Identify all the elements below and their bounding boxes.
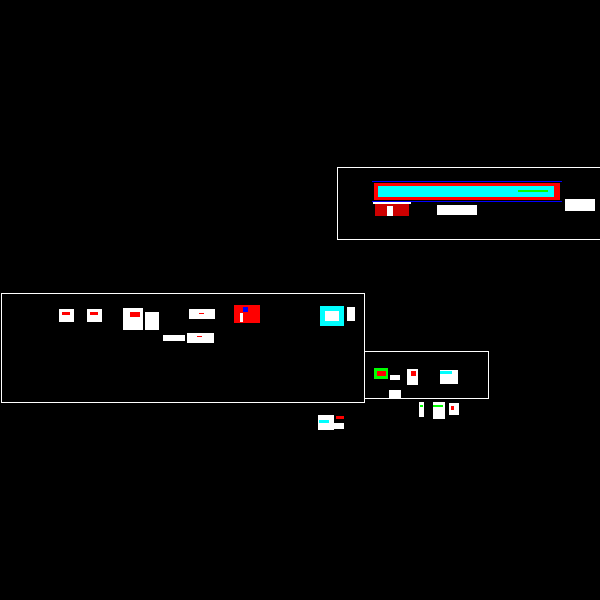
table-block-1	[145, 312, 159, 330]
table-block-3	[187, 333, 214, 343]
loose-detail-4	[449, 403, 459, 415]
table-block-2	[189, 309, 215, 319]
detail-drawing-4	[407, 369, 418, 385]
notes-block-2	[347, 307, 355, 321]
sheet-frame-small-right	[364, 351, 489, 399]
notes-block	[437, 205, 477, 215]
label-block	[163, 335, 185, 341]
label-block-2	[389, 390, 401, 398]
legend-block	[565, 199, 595, 211]
sheet-frame-top-right	[337, 167, 600, 240]
detail-drawing-1	[59, 309, 74, 322]
loose-detail-2	[419, 402, 424, 417]
sheet-frame-left	[1, 293, 365, 403]
detail-drawing-2	[87, 309, 102, 322]
